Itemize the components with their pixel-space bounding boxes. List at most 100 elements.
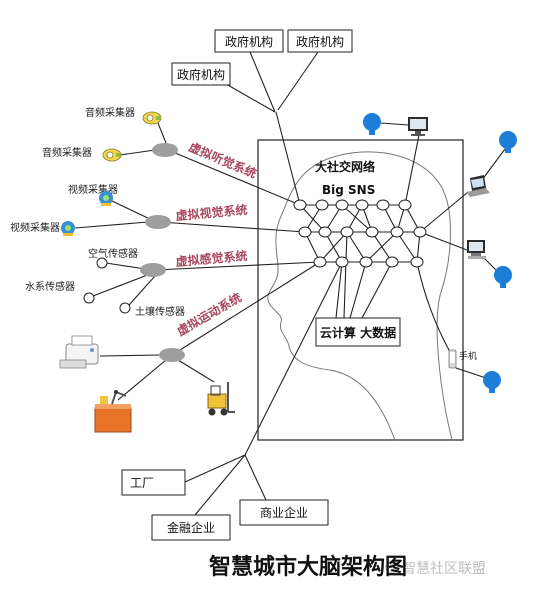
connector-lines (74, 51, 506, 516)
computer-icon (408, 117, 428, 136)
label-box (239, 499, 329, 526)
network-node-icon (390, 226, 404, 238)
network-node-icon (340, 226, 354, 238)
connector-line (128, 275, 156, 306)
network-edge (341, 204, 373, 233)
hub-node-icon (140, 263, 166, 277)
forklift-icon (207, 382, 235, 416)
network-node-icon (398, 199, 412, 211)
phone-icon (448, 349, 457, 369)
connector-line (483, 257, 497, 271)
connector-line (343, 231, 348, 319)
network-node-icon (410, 256, 424, 268)
connector-line (349, 261, 367, 319)
connector-line (225, 83, 276, 113)
network-edge (365, 231, 398, 263)
connector-line (92, 273, 151, 297)
connector-line (117, 359, 167, 401)
person-icon (363, 113, 381, 135)
label-box (214, 29, 284, 53)
sensor-node-icon (119, 302, 131, 314)
head-silhouette (267, 151, 453, 441)
brain-frame (257, 139, 464, 441)
network-node-icon (315, 199, 329, 211)
government-agency-node: 政府机构 (287, 29, 353, 53)
connector-line (99, 354, 161, 357)
water-sensor-label: 水系传感器 (25, 280, 75, 293)
video-collector-label: 视频采集器 (10, 221, 60, 234)
connector-line (335, 261, 343, 319)
government-agency-node: 政府机构 (171, 62, 231, 86)
label-box (171, 62, 231, 86)
network-edge (299, 204, 326, 233)
connector-line (171, 261, 321, 356)
hub-node-icon (145, 215, 171, 229)
commercial-enterprise-label: 商业企业 (260, 505, 308, 520)
government-agency-label: 政府机构 (177, 67, 225, 82)
microphone-icon (142, 111, 162, 125)
diagram-title: 智慧城市大脑架构图 (209, 554, 407, 580)
government-agency-label: 政府机构 (225, 34, 273, 49)
network-node-icon (376, 199, 390, 211)
network-node-icon (335, 199, 349, 211)
factory-label: 工厂 (130, 476, 154, 490)
cloud-bigdata-label: 云计算 大数据 (320, 325, 396, 340)
connector-line (244, 454, 267, 501)
label-box (121, 469, 186, 496)
laptop-icon (466, 175, 490, 197)
network-node-icon (355, 199, 369, 211)
connector-line (419, 231, 468, 251)
watermark-text: 智慧社区联盟 (402, 561, 486, 577)
government-agency-label: 政府机构 (296, 34, 344, 49)
network-node-icon (365, 226, 379, 238)
finance-enterprise-node: 金融企业 (151, 514, 231, 541)
big-sns-label: Big SNS (322, 183, 375, 197)
connector-line (249, 51, 276, 113)
factory-robot-icon (94, 390, 132, 433)
network-edge (396, 231, 418, 263)
connector-line (416, 261, 451, 353)
connector-line (455, 367, 487, 379)
person-icon (494, 266, 512, 288)
sensor-node-icon (83, 292, 95, 304)
label-box (287, 29, 353, 53)
hub-node-icon (159, 348, 185, 362)
connector-line (184, 454, 246, 483)
cloud-bigdata-box (315, 317, 401, 347)
connector-line (481, 148, 506, 181)
camera-icon (99, 191, 113, 206)
connector-line (404, 134, 420, 206)
social-network-label: 大社交网络 (315, 159, 375, 174)
connector-line (194, 454, 246, 516)
connector-line (277, 51, 319, 111)
connector-line (380, 122, 409, 126)
virtual-hearing-system-label: 虚拟听觉系统 (187, 139, 259, 181)
connector-line (119, 149, 156, 156)
connector-line (419, 191, 469, 233)
connector-line (105, 262, 146, 270)
finance-enterprise-label: 金融企业 (167, 520, 215, 535)
factory-node: 工厂 (121, 469, 186, 496)
network-node-icon (298, 226, 312, 238)
network-node-icon (359, 256, 373, 268)
person-icon (483, 371, 501, 393)
connector-line (74, 221, 149, 229)
virtual-vision-system-label: 虚拟视觉系统 (175, 202, 248, 223)
connector-line (154, 261, 321, 271)
network-node-icon (385, 256, 399, 268)
camera-icon (61, 221, 75, 236)
connector-line (159, 221, 306, 233)
connector-line (244, 261, 343, 456)
audio-collector-label: 音频采集器 (85, 106, 135, 119)
network-node-icon (413, 226, 427, 238)
printer-icon (59, 335, 99, 369)
connector-line (177, 359, 215, 383)
air-sensor-label: 空气传感器 (88, 247, 138, 260)
label-box (151, 514, 231, 541)
commercial-enterprise-node: 商业企业 (239, 499, 329, 526)
network-node-icon (313, 256, 327, 268)
connector-line (275, 111, 301, 206)
watermark-logo-icon (385, 560, 399, 574)
desktop-icon (467, 240, 486, 259)
